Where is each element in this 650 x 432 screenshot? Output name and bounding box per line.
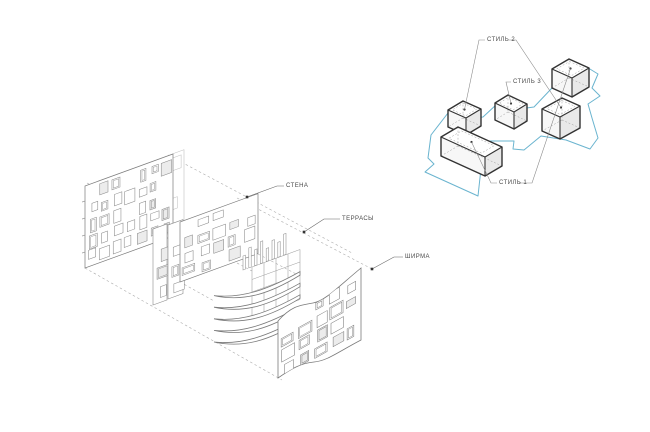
wall-front-skin — [82, 153, 174, 269]
screen-label: ШИРМА — [405, 254, 430, 260]
style-volume-boxes — [440, 58, 590, 177]
wall-label: СТЕНА — [286, 183, 309, 189]
middle-wall-panel — [179, 193, 259, 283]
style-leader-lines — [464, 39, 571, 184]
terrace-fins — [242, 232, 287, 271]
style2-label: СТИЛЬ 2 — [487, 37, 516, 43]
style1-label: СТИЛЬ 1 — [499, 180, 528, 186]
main-leader-lines — [245, 185, 403, 271]
terraces-label: ТЕРРАСЫ — [342, 216, 374, 222]
style3-label: СТИЛЬ 3 — [513, 79, 542, 85]
screen-panel — [277, 267, 362, 379]
liner-panels — [152, 219, 185, 306]
